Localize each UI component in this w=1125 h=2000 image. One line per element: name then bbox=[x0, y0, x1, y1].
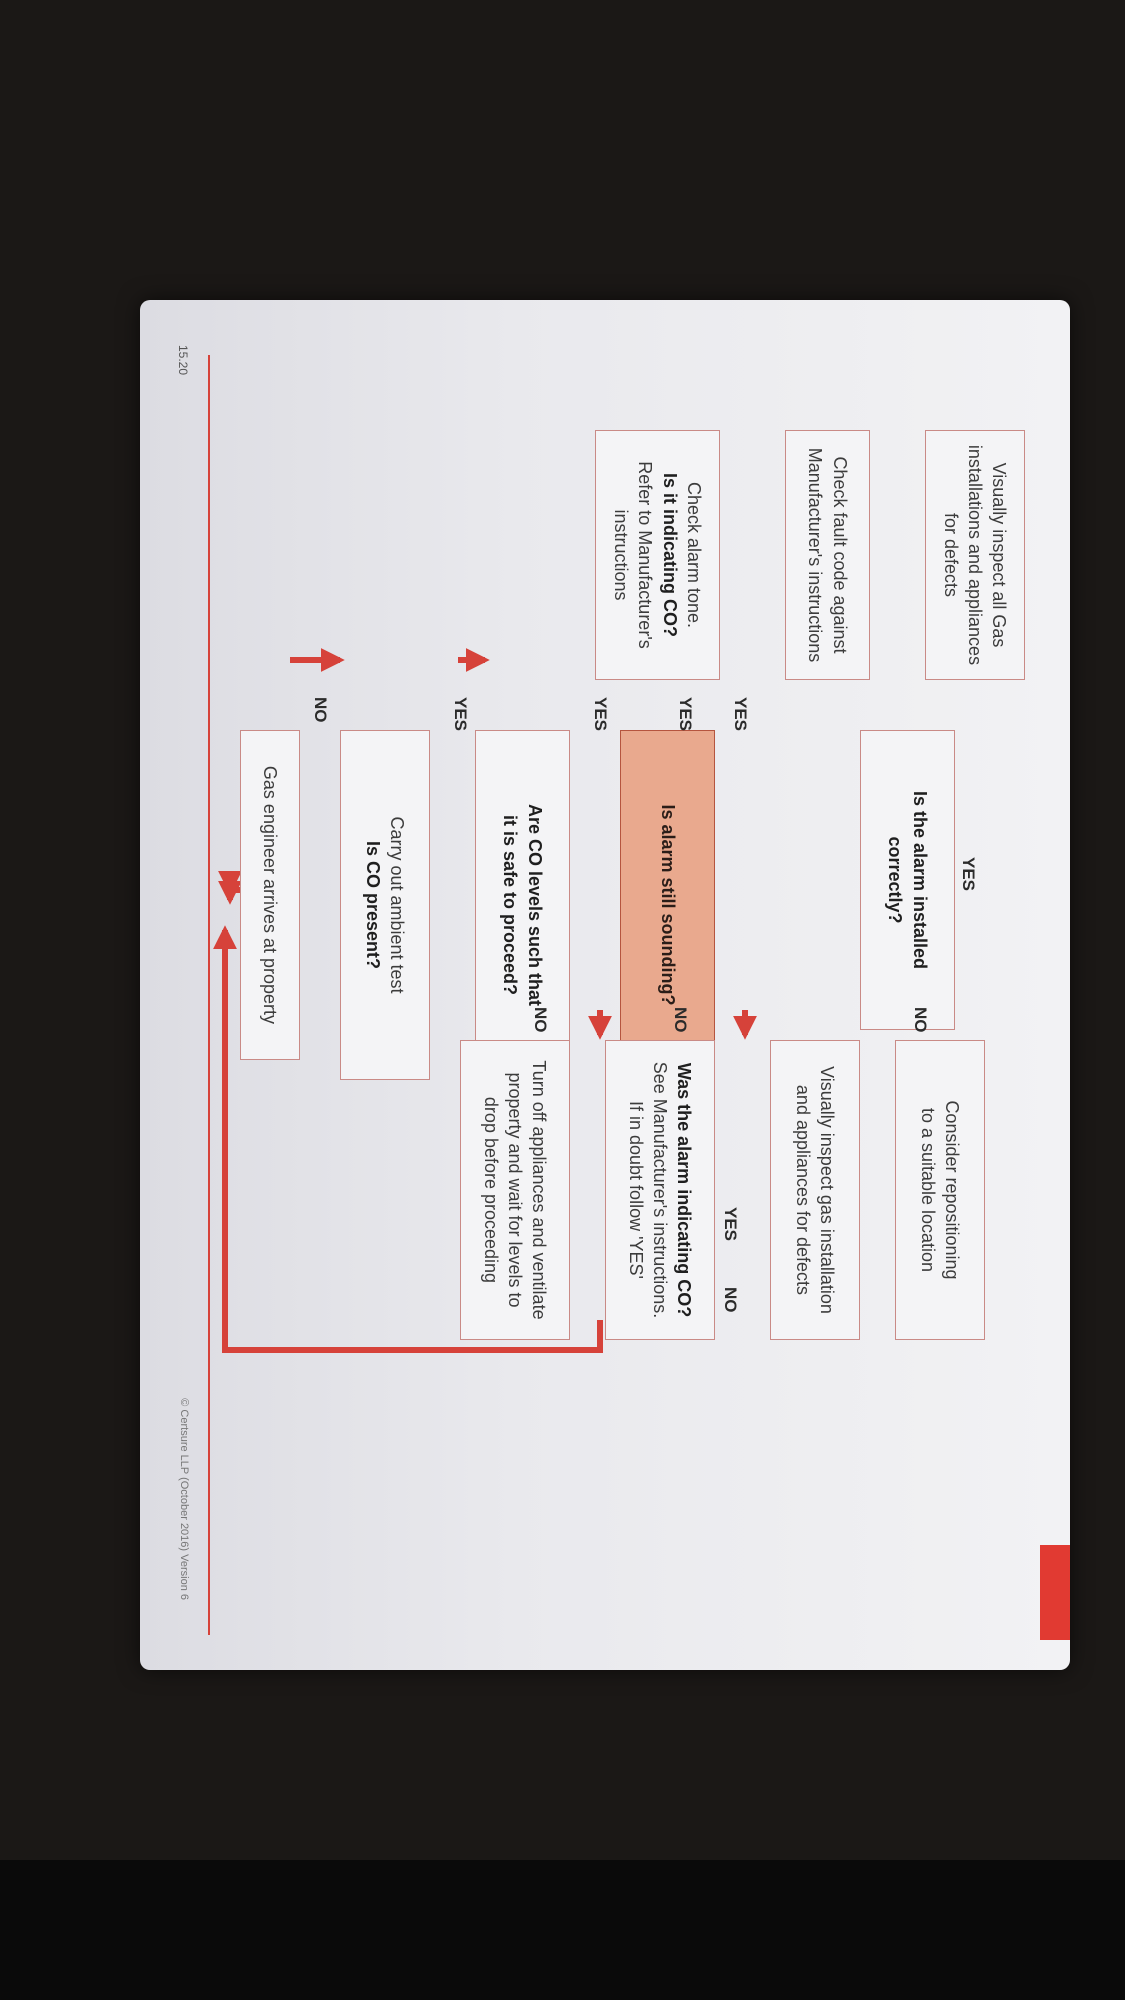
check-tone-node: Check alarm tone. Is it indicating CO? R… bbox=[595, 430, 720, 680]
ambient-test-node: Carry out ambient test Is CO present? bbox=[340, 730, 430, 1080]
reposition-line2: to a suitable location bbox=[918, 1107, 938, 1273]
alarm-indicating-question: Was the alarm indicating CO? bbox=[674, 1062, 695, 1318]
copyright: © Certsure LLP (October 2016) Version 6 bbox=[178, 1398, 190, 1600]
check-tone-line1: Check alarm tone. bbox=[684, 481, 705, 629]
label-sounding-yes: YES bbox=[731, 697, 750, 732]
turn-off-line1: Turn off appliances and ventilate bbox=[529, 1060, 550, 1320]
label-indicating-yes: YES bbox=[721, 1207, 740, 1242]
inspect-all-line2: installations and appliances bbox=[965, 444, 986, 666]
arrow-turnoff-loop bbox=[213, 925, 603, 1353]
footer-rule bbox=[208, 355, 210, 1635]
alarm-sounding-question: Is alarm still sounding? bbox=[657, 804, 678, 1006]
check-tone-line3: Refer to Manufacturer's bbox=[635, 461, 656, 649]
label-colevels-yes: YES bbox=[591, 697, 610, 732]
reposition-node: Consider repositioning to a suitable loc… bbox=[895, 1040, 985, 1340]
label-indicating-no: NO bbox=[721, 1287, 740, 1313]
label-tone-yes: YES bbox=[676, 697, 695, 732]
label-installed-yes: YES bbox=[959, 857, 978, 892]
co-levels-q2: it is safe to proceed? bbox=[500, 814, 521, 996]
co-levels-node: Are CO levels such that it is safe to pr… bbox=[475, 730, 570, 1080]
label-colevels-no: NO bbox=[531, 1007, 550, 1033]
turn-off-line3: drop before proceeding bbox=[480, 1096, 501, 1284]
ambient-test-line1: Carry out ambient test bbox=[387, 816, 408, 994]
check-fault-node: Check fault code against Manufacturer's … bbox=[785, 430, 870, 680]
co-levels-q1: Are CO levels such that bbox=[524, 803, 545, 1007]
alarm-sounding-node: Is alarm still sounding? bbox=[620, 730, 715, 1080]
inspect-gas-line2: and appliances for defects bbox=[793, 1084, 813, 1296]
check-fault-line1: Check fault code against bbox=[829, 456, 850, 654]
check-fault-line2: Manufacturer's instructions bbox=[805, 447, 826, 663]
check-tone-line4: instructions bbox=[611, 509, 632, 601]
start-node: Gas engineer arrives at property bbox=[240, 730, 300, 1060]
label-ambient-yes: YES bbox=[451, 697, 470, 732]
alarm-indicating-line2: See Manufacturer's instructions. bbox=[650, 1061, 671, 1319]
reposition-line1: Consider repositioning bbox=[942, 1100, 963, 1280]
flowchart-page: Gas engineer arrives at property Carry o… bbox=[140, 300, 1070, 1670]
installed-correctly-node: Is the alarm installed correctly? bbox=[860, 730, 955, 1030]
alarm-indicating-node: Was the alarm indicating CO? See Manufac… bbox=[605, 1040, 715, 1340]
inspect-all-node: Visually inspect all Gas installations a… bbox=[925, 430, 1025, 680]
start-text: Gas engineer arrives at property bbox=[260, 765, 281, 1025]
turn-off-line2: property and wait for levels to bbox=[505, 1072, 526, 1308]
label-installed-no: NO bbox=[911, 1007, 930, 1033]
installed-q1: Is the alarm installed bbox=[909, 790, 930, 970]
ambient-test-question: Is CO present? bbox=[363, 840, 383, 970]
alarm-indicating-line3: If in doubt follow 'YES' bbox=[625, 1101, 646, 1279]
inspect-all-line1: Visually inspect all Gas bbox=[989, 462, 1010, 648]
page-number: 15.20 bbox=[176, 345, 190, 376]
turn-off-node: Turn off appliances and ventilate proper… bbox=[460, 1040, 570, 1340]
inspect-all-line3: for defects bbox=[940, 512, 961, 598]
label-ambient-no: NO bbox=[311, 697, 330, 723]
installed-q2: correctly? bbox=[885, 836, 906, 924]
inspect-gas-line1: Visually inspect gas installation bbox=[817, 1066, 838, 1314]
inspect-gas-node: Visually inspect gas installation and ap… bbox=[770, 1040, 860, 1340]
label-sounding-no: NO bbox=[671, 1007, 690, 1033]
check-tone-question: Is it indicating CO? bbox=[659, 472, 680, 637]
